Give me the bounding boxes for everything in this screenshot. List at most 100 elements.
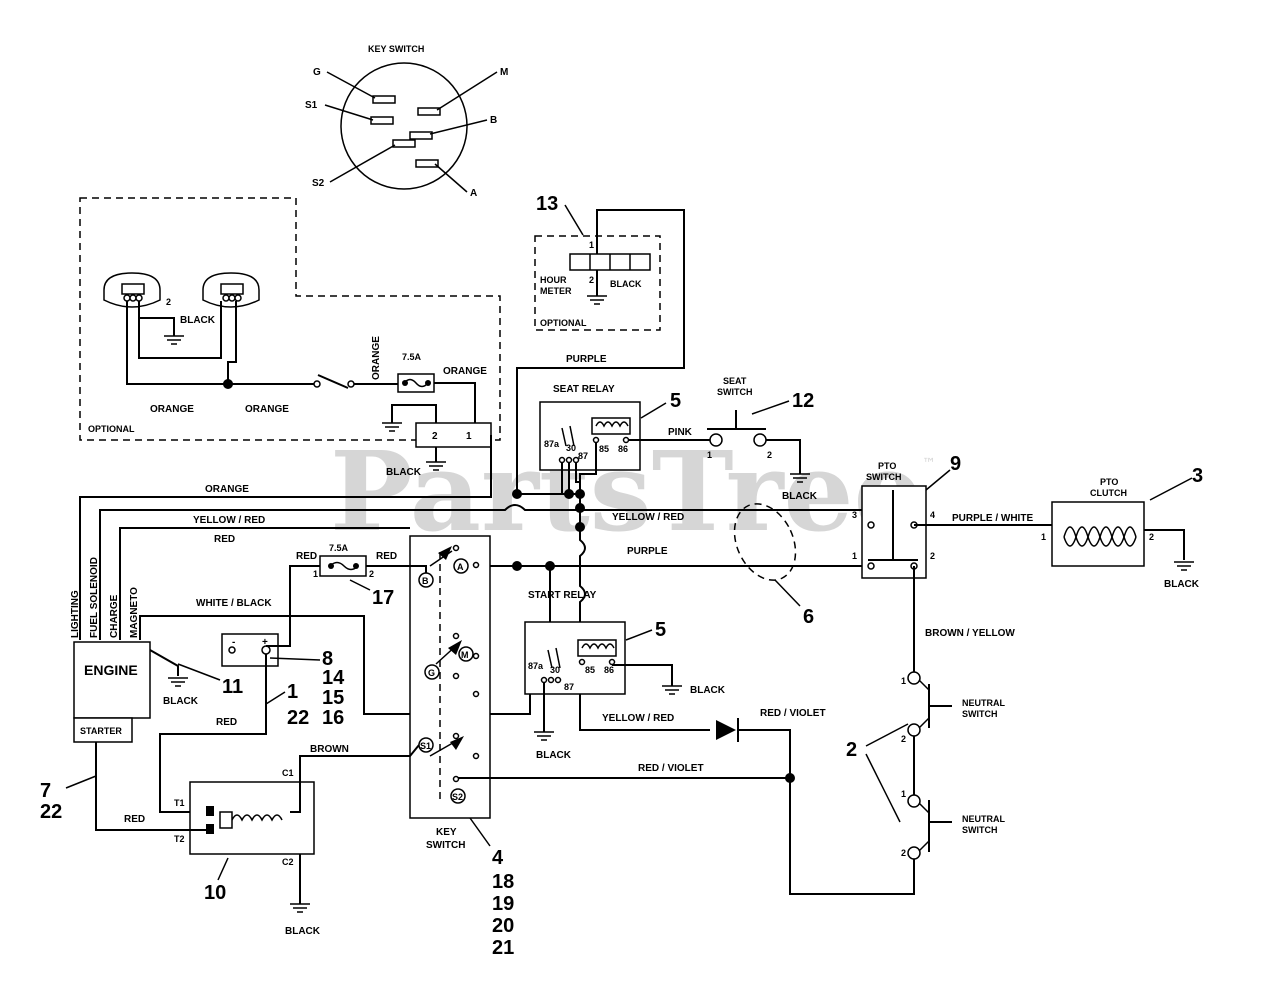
neutral-switch-2 (907, 794, 952, 860)
optional-lights-label: OPTIONAL (88, 424, 135, 434)
ground-light (164, 335, 184, 345)
callout-20: 20 (492, 915, 514, 937)
main-fuse-pin-2: 2 (369, 569, 374, 579)
wire-battery-red-label: RED (216, 717, 237, 728)
key-slot-g (372, 95, 396, 104)
main-fuse-rating: 7.5A (329, 543, 349, 553)
callout-5-seat: 5 (670, 390, 681, 412)
light-conn-ground-loop (391, 404, 437, 423)
light-fuse-rating: 7.5A (402, 352, 422, 362)
seat-switch-term-2 (753, 433, 767, 447)
ground-seat-switch (790, 473, 810, 483)
light-fuse-wire-label: ORANGE (443, 366, 487, 377)
seat-switch-term-1 (709, 433, 723, 447)
light-switch-term-a (313, 380, 321, 388)
callout-10: 10 (204, 882, 226, 904)
wire-purple-label-top: PURPLE (566, 354, 607, 365)
key-term-s1-label: S1 (420, 741, 431, 751)
wire-yellow-red-label-left: YELLOW / RED (193, 515, 265, 526)
pto-clutch-label-2: CLUTCH (1090, 488, 1127, 498)
neutral-1-pin-2: 2 (901, 734, 906, 744)
seat-switch-black: BLACK (782, 491, 818, 502)
key-term-m-label: M (461, 650, 469, 660)
solenoid-t1: T1 (174, 798, 185, 808)
key-term-a-label: A (457, 562, 464, 572)
light-ground-lead (139, 317, 175, 336)
start-relay-pin-85: 85 (585, 665, 595, 675)
seat-relay-pin-30: 30 (566, 443, 576, 453)
solenoid-t2: T2 (174, 834, 185, 844)
leader-m (436, 71, 498, 111)
callout-15: 15 (322, 687, 344, 709)
pto-clutch-pin-2: 2 (1149, 532, 1154, 542)
solenoid-c1: C1 (282, 768, 294, 778)
seat-switch-label-2: SWITCH (717, 387, 753, 397)
light-conn-black: BLACK (386, 467, 422, 478)
callout-22: 22 (287, 707, 309, 729)
pto-clutch-label-1: PTO (1100, 477, 1118, 487)
callout-6-ellipse (733, 503, 797, 581)
pto-clutch (1051, 501, 1145, 567)
ground-start-relay-87a (534, 731, 554, 741)
start-relay-pin-87: 87 (564, 682, 574, 692)
seat-switch-pin-2: 2 (767, 450, 772, 460)
key-term-g-circle (424, 664, 440, 680)
callout-21: 21 (492, 937, 514, 959)
ground-solenoid (290, 903, 310, 913)
key-slot-s2 (392, 139, 416, 148)
key-term-s2: S2 (312, 178, 325, 189)
headlamp-right (202, 272, 260, 308)
wire-brown (299, 744, 420, 782)
neutral-2-pin-2: 2 (901, 848, 906, 858)
diode (716, 720, 736, 740)
main-fuse-pin-1: 1 (313, 569, 318, 579)
wire-red-charge (119, 527, 410, 640)
callout-3: 3 (1192, 465, 1203, 487)
callout-18: 18 (492, 871, 514, 893)
key-term-m-circle (458, 646, 474, 662)
callout-19: 19 (492, 893, 514, 915)
seat-relay-pin-87a: 87a (544, 439, 560, 449)
neutral-switch-1 (907, 671, 952, 737)
leader-s2 (329, 144, 396, 183)
engine-lead-magneto: MAGNETO (129, 587, 140, 638)
key-switch-inset-title: KEY SWITCH (368, 44, 424, 54)
light-switch-blade (317, 374, 349, 389)
wire-purple-label: PURPLE (627, 546, 668, 557)
starter (73, 717, 133, 743)
wire-brown-yellow-label: BROWN / YELLOW (925, 628, 1015, 639)
pto-clutch-black: BLACK (1164, 579, 1200, 590)
battery-plus: + (262, 637, 268, 648)
callout-7: 7 (40, 780, 51, 802)
light-pin-2: 2 (166, 297, 171, 307)
leader-a (434, 163, 468, 193)
key-switch-inset: KEY SWITCH G M S1 B S2 A (305, 44, 508, 199)
ground-hour-meter (587, 295, 607, 305)
wire-battery-red (159, 654, 267, 813)
wire-lighting-label: ORANGE (205, 484, 249, 495)
light-ground-label: BLACK (180, 315, 216, 326)
callout-5-start: 5 (655, 619, 666, 641)
start-relay-87a-black: BLACK (536, 750, 572, 761)
wire-red-violet-diode-label: RED / VIOLET (760, 708, 826, 719)
ground-light-conn-2 (426, 461, 446, 471)
start-relay-title-1: START RELAY (528, 590, 597, 601)
seat-switch-pin-1: 1 (707, 450, 712, 460)
wire-white-black-label: WHITE / BLACK (196, 598, 272, 609)
ground-start-relay (662, 685, 682, 695)
seat-relay-pin-86: 86 (618, 444, 628, 454)
start-relay-pin-86: 86 (604, 665, 614, 675)
wire-white-black (139, 615, 531, 715)
wire-red-violet-diode (738, 729, 791, 778)
light-conn-pin-2: 2 (432, 431, 438, 442)
wire-pink-label: PINK (668, 427, 693, 438)
seat-relay-title: SEAT RELAY (553, 384, 615, 395)
key-term-g-label: G (428, 668, 435, 678)
wire-brown-label: BROWN (310, 744, 349, 755)
callout-6: 6 (803, 606, 814, 628)
pto-clutch-pin-1: 1 (1041, 532, 1046, 542)
starter-solenoid (189, 781, 315, 855)
watermark-tm: ™ (922, 456, 936, 472)
callout-11: 11 (222, 676, 243, 698)
pto-switch-label-1: PTO (878, 461, 896, 471)
